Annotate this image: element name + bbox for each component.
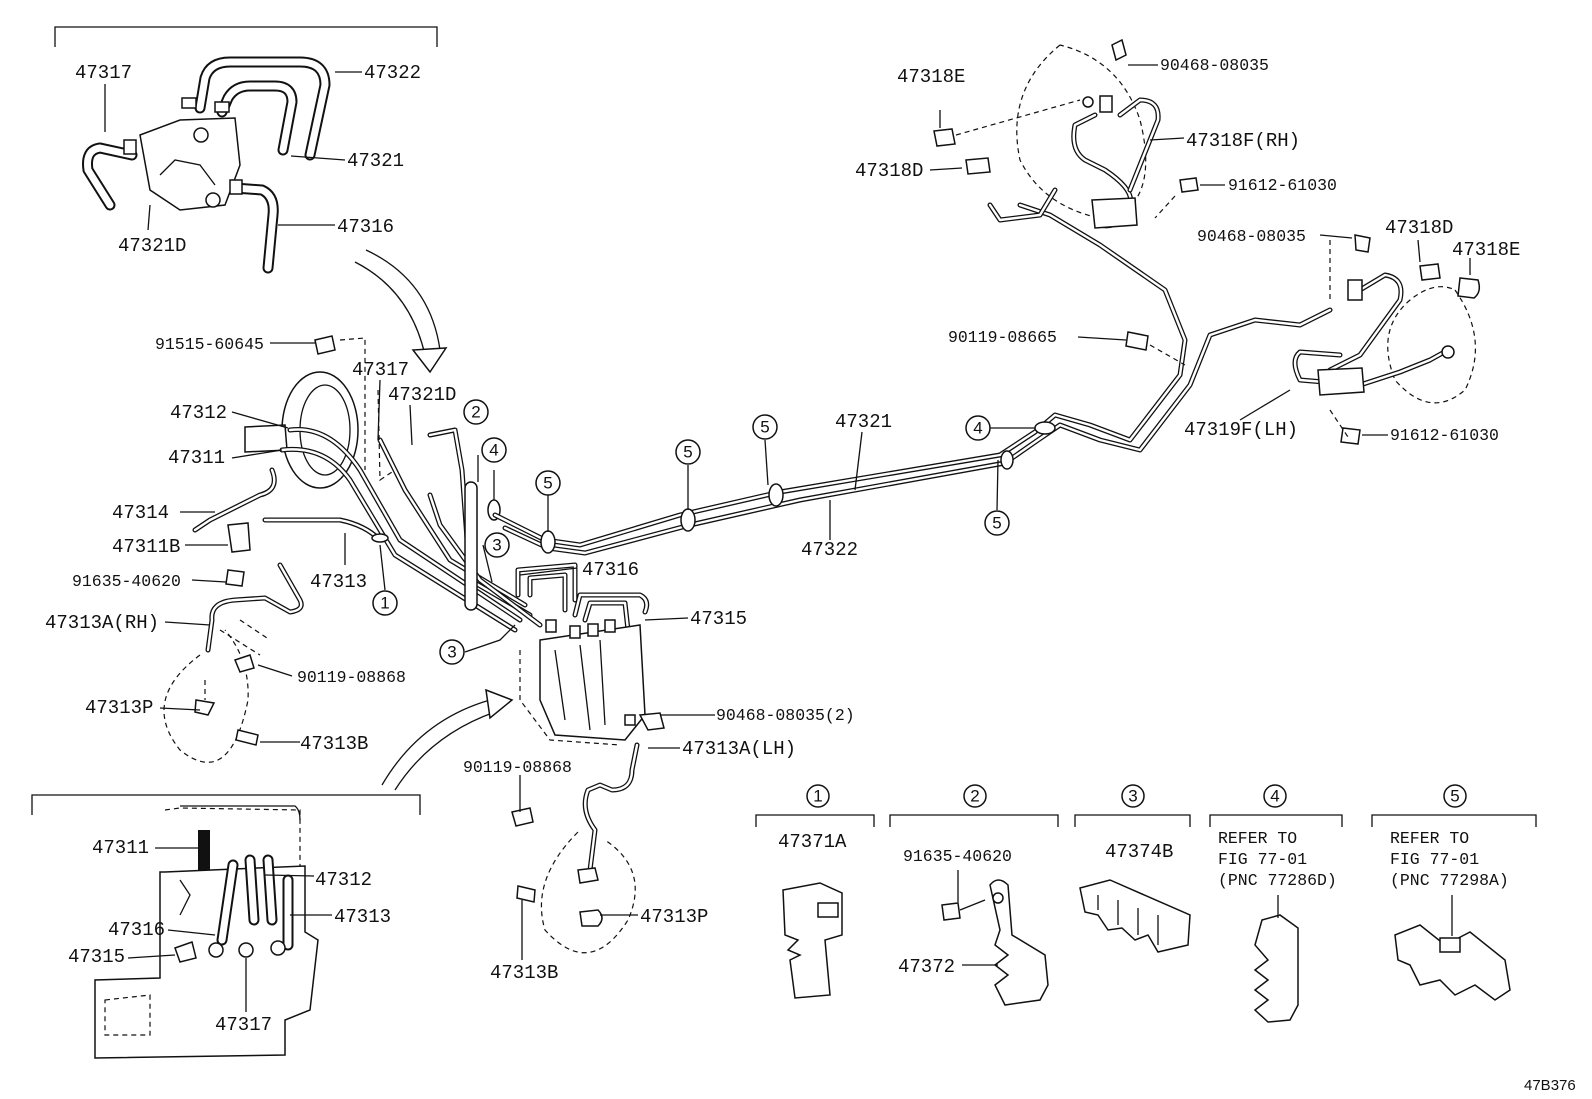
- label-47318D-a: 47318D: [855, 160, 923, 182]
- front-assembly: [163, 335, 665, 954]
- label-91635-40620-main: 91635-40620: [72, 572, 181, 591]
- label-47322-main: 47322: [801, 539, 858, 561]
- legend-num-3: 3: [1128, 787, 1137, 806]
- clamp-legend: 1 47371A 2 91635-40620 47372 3 47374B: [755, 784, 1537, 1023]
- callout-5-b: 5: [683, 443, 692, 462]
- main-labels: 91515-60645 47317 47321D 47312 47311 473…: [45, 335, 892, 984]
- callout-circles: 2 4 5 5 5 4 5 3 1 3: [372, 399, 1010, 665]
- label-47313-inset: 47313: [334, 906, 391, 928]
- label-47311-main: 47311: [168, 447, 225, 469]
- label-47313B-a: 47313B: [300, 733, 368, 755]
- callout-5-a: 5: [543, 474, 552, 493]
- label-47317-top: 47317: [75, 62, 132, 84]
- rear-rh-assembly: [929, 38, 1225, 229]
- callout-5-c: 5: [760, 418, 769, 437]
- callout-3-b: 3: [447, 643, 456, 662]
- label-47315-main: 47315: [690, 608, 747, 630]
- clamp-77286D: [1253, 895, 1299, 1023]
- clamp-47371A: [782, 882, 843, 999]
- label-47313-main: 47313: [310, 571, 367, 593]
- clamp-47374B: [1079, 879, 1191, 953]
- label-47317-main: 47317: [352, 359, 409, 381]
- legend-num-1: 1: [813, 787, 822, 806]
- legend-4-ref1: REFER TO: [1218, 829, 1297, 848]
- legend-num-2: 2: [970, 787, 979, 806]
- label-47313A-RH: 47313A(RH): [45, 612, 159, 634]
- legend-part-47371A: 47371A: [778, 831, 847, 853]
- label-47313A-LH: 47313A(LH): [682, 738, 796, 760]
- legend-num-5: 5: [1450, 787, 1459, 806]
- pointer-arrows: [354, 249, 514, 791]
- label-47321D-main: 47321D: [388, 384, 456, 406]
- inset-top-left: 47317 47322 47321 47321D 47316: [54, 26, 438, 274]
- legend-num-4: 4: [1270, 787, 1279, 806]
- legend-5-ref3: (PNC 77298A): [1390, 871, 1509, 890]
- label-91612-61030-b: 91612-61030: [1390, 426, 1499, 445]
- label-90468-08035-b: 90468-08035: [1197, 227, 1306, 246]
- label-47311-inset: 47311: [92, 837, 149, 859]
- label-47319F-LH: 47319F(LH): [1184, 419, 1298, 441]
- label-90468-08035-2: 90468-08035(2): [716, 706, 855, 725]
- callout-4-a: 4: [489, 441, 498, 460]
- inset-bottom-left: 47311 47312 47316 47313 47315 47317: [31, 794, 421, 1059]
- rear-labels: 47318E 90468-08035 47318F(RH) 47318D 916…: [855, 56, 1520, 445]
- legend-part-47372: 47372: [898, 956, 955, 978]
- callout-5-d: 5: [992, 514, 1001, 533]
- label-47312-main: 47312: [170, 402, 227, 424]
- main-tubes: [492, 202, 1333, 556]
- label-47322-top: 47322: [364, 62, 421, 84]
- label-47318D-b: 47318D: [1385, 217, 1453, 239]
- label-47321-main: 47321: [835, 411, 892, 433]
- label-47311B: 47311B: [112, 536, 180, 558]
- label-47315-inset: 47315: [68, 946, 125, 968]
- legend-part-47374B: 47374B: [1105, 841, 1173, 863]
- rear-lh-assembly: [1077, 234, 1481, 445]
- legend-5-ref1: REFER TO: [1390, 829, 1469, 848]
- label-47321D-top: 47321D: [118, 235, 186, 257]
- label-47314: 47314: [112, 502, 169, 524]
- label-90119-08665: 90119-08665: [948, 328, 1057, 347]
- label-91612-61030-a: 91612-61030: [1228, 176, 1337, 195]
- legend-bolt-91635-40620: 91635-40620: [903, 847, 1012, 866]
- label-47316-main: 47316: [582, 559, 639, 581]
- label-47318F-RH: 47318F(RH): [1186, 130, 1300, 152]
- label-90468-08035-a: 90468-08035: [1160, 56, 1269, 75]
- clamp-47372: [941, 870, 1049, 1006]
- label-47318E-b: 47318E: [1452, 239, 1520, 261]
- legend-4-ref3: (PNC 77286D): [1218, 871, 1337, 890]
- label-47321-top: 47321: [347, 150, 404, 172]
- legend-4-ref2: FIG 77-01: [1218, 850, 1307, 869]
- label-47316-inset: 47316: [108, 919, 165, 941]
- label-47313P-a: 47313P: [85, 697, 153, 719]
- label-91515-60645: 91515-60645: [155, 335, 264, 354]
- callout-4-b: 4: [973, 419, 982, 438]
- label-47313P-b: 47313P: [640, 906, 708, 928]
- callout-1: 1: [380, 594, 389, 613]
- clamp-77298A: [1394, 895, 1511, 1001]
- diagram-code: 47B376: [1524, 1077, 1576, 1094]
- label-90119-08868-b: 90119-08868: [463, 758, 572, 777]
- label-47313B-b: 47313B: [490, 962, 558, 984]
- label-47316-top: 47316: [337, 216, 394, 238]
- label-90119-08868-a: 90119-08868: [297, 668, 406, 687]
- label-47318E-a: 47318E: [897, 66, 965, 88]
- label-47312-inset: 47312: [315, 869, 372, 891]
- callout-3-a: 3: [492, 536, 501, 555]
- label-47317-inset: 47317: [215, 1014, 272, 1036]
- leader-lines: [159, 342, 1035, 960]
- callout-2: 2: [471, 403, 480, 422]
- legend-5-ref2: FIG 77-01: [1390, 850, 1479, 869]
